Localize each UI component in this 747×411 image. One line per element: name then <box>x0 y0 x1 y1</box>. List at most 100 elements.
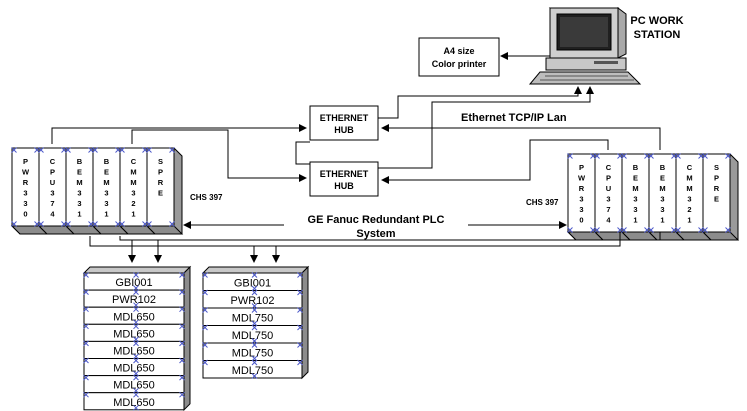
left-rack-module-char: 3 <box>23 199 27 208</box>
right-rack-module-char: B <box>660 163 666 172</box>
io-left-slot-marker <box>83 340 89 347</box>
io-right-slot-marker <box>251 342 258 348</box>
io-left-slot-label: MDL650 <box>113 346 155 358</box>
io-left-side <box>183 265 191 411</box>
io-right-slot-marker <box>251 307 258 313</box>
left-rack-module-char: M <box>130 178 136 187</box>
right-rack-module-char: 3 <box>687 195 691 204</box>
left-rack-module-0 <box>11 147 40 227</box>
right-rack-module-char: E <box>660 174 665 183</box>
right-rack-module-char: E <box>714 195 719 204</box>
io-rack-left: GBI001PWR102MDL650MDL650MDL650MDL650MDL6… <box>82 265 192 411</box>
right-rack-module-char: 3 <box>579 205 583 214</box>
left-rack-module-char: 2 <box>131 199 135 208</box>
hub-interconnect <box>295 141 310 165</box>
left-rack-module-char: 3 <box>23 189 27 198</box>
io-right-slot-marker <box>202 289 208 296</box>
io-left-slot-marker <box>133 306 139 313</box>
io-left-top <box>82 266 192 274</box>
io-right-slot-marker <box>202 272 208 278</box>
left-rack-module-char: P <box>23 157 28 166</box>
left-rack-module-char: P <box>50 168 55 177</box>
right-rack-module-char: 7 <box>606 205 610 214</box>
right-rack-module-char: R <box>714 184 720 193</box>
io-right-slot-marker <box>251 272 258 278</box>
right-rack-module-marker <box>702 153 708 159</box>
left-rack-module-marker <box>38 147 44 153</box>
right-rack-module-char: 1 <box>687 216 691 225</box>
left-rack-module-char: M <box>103 178 109 187</box>
hub1-to-pc-link <box>378 86 582 119</box>
ethernet-hub-1-label-line2: HUB <box>334 125 354 135</box>
io-right-slot-label: MDL750 <box>232 313 274 325</box>
right-rack-module-char: M <box>686 174 692 183</box>
io-right-slot-marker <box>297 324 303 331</box>
io-right-slot-marker <box>297 289 303 296</box>
left-rack-module-char: W <box>22 168 30 177</box>
right-rack-module-char: C <box>606 163 612 172</box>
io-left-slot-marker <box>133 391 139 398</box>
right-rack-module-char: M <box>632 184 638 193</box>
right-rack-module-marker <box>648 153 654 159</box>
io-left-slot-marker <box>83 272 89 278</box>
left-rack-module-marker <box>146 147 152 153</box>
left-rack-module-3 <box>92 147 121 227</box>
right-rack-module-char: U <box>606 184 611 193</box>
left-rack-module-marker <box>92 221 98 227</box>
io-left-slot-marker <box>83 306 89 313</box>
right-rack-module-marker <box>725 227 731 233</box>
right-rack-module-marker <box>567 153 573 159</box>
io-right-slot-marker <box>251 324 258 331</box>
right-rack-module-char: P <box>606 174 611 183</box>
right-rack-module-marker <box>594 153 600 159</box>
io-bus-line <box>89 232 621 247</box>
right-rack-module-char: 4 <box>606 216 611 225</box>
io-left-slot-marker <box>179 374 185 381</box>
left-rack-module-char: S <box>158 157 163 166</box>
io-right-slot-label: MDL750 <box>232 348 274 360</box>
io-left-slot-label: MDL650 <box>113 328 155 340</box>
io-right-slot-marker <box>202 307 208 313</box>
left-rack-module-5 <box>146 147 175 227</box>
io-right-slot-marker <box>251 373 258 379</box>
io-right-slot-marker <box>202 342 208 348</box>
io-left-slot-marker <box>83 357 89 364</box>
io-left-slot-marker <box>133 374 139 381</box>
io-left-slot-marker <box>133 340 139 347</box>
ethernet-hub-1-label-line1: ETHERNET <box>320 113 369 123</box>
right-rack-module-marker <box>675 227 681 233</box>
left-rack-module-char: C <box>50 157 56 166</box>
left-rack-module-char: E <box>77 168 82 177</box>
io-right-slot-marker <box>297 307 303 313</box>
io-left-slot-marker <box>179 306 185 313</box>
io-left-slot-label: MDL650 <box>113 311 155 323</box>
right-rack-module-marker <box>725 153 731 159</box>
ethernet-hub-2-label-line1: ETHERNET <box>320 169 369 179</box>
left-rack-module-char: E <box>158 189 163 198</box>
right-rack-module-0 <box>567 153 596 233</box>
io-right-slot-label: PWR102 <box>230 295 274 307</box>
left-rack-module-char: 3 <box>104 189 108 198</box>
left-rack-module-char: 7 <box>50 199 54 208</box>
left-rack-module-char: P <box>158 168 163 177</box>
right-rack-module-char: 3 <box>660 195 664 204</box>
io-bus-line-2 <box>119 232 661 241</box>
io-left-slot-marker <box>83 289 89 295</box>
right-rack-module-char: M <box>686 184 692 193</box>
left-rack-module-4 <box>119 147 148 227</box>
right-rack-module-char: 2 <box>687 205 691 214</box>
left-rack-module-char: 3 <box>77 199 81 208</box>
left-rack-module-marker <box>11 147 17 153</box>
right-rack-module-char: 1 <box>633 216 637 225</box>
left-rack-module-char: M <box>76 178 82 187</box>
left-rack-module-marker <box>65 221 71 227</box>
right-rack-module-5 <box>702 153 731 233</box>
left-rack-to-hub2 <box>131 129 307 182</box>
io-left-slot-label: MDL650 <box>113 363 155 375</box>
left-rack-module-char: 1 <box>131 210 135 219</box>
io-left-slot-marker <box>179 391 185 398</box>
io-left-slot-marker <box>179 340 185 347</box>
right-rack-module-char: S <box>714 163 719 172</box>
